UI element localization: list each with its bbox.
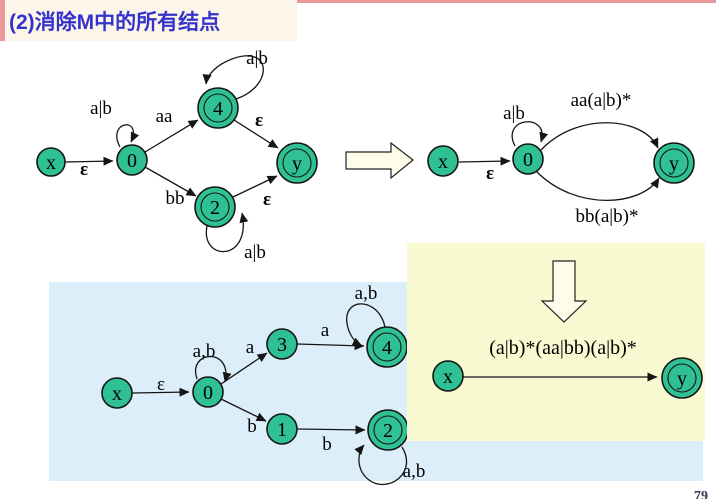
- diagram2: ε a|b aa(a|b)* bb(a|b)* x 0 y: [427, 90, 695, 227]
- edge-label-loop2: a|b: [244, 242, 266, 263]
- state-0: 0: [116, 144, 148, 176]
- page-number: 79: [694, 489, 708, 499]
- edge-label-epsilon2: ε: [255, 110, 263, 131]
- state-x: x: [36, 147, 66, 177]
- svg-text:x: x: [438, 151, 448, 173]
- edge-label-loop0: a|b: [503, 103, 525, 124]
- edge-label-lower: bb(a|b)*: [576, 206, 639, 227]
- edge-label-loop4: a|b: [246, 48, 268, 69]
- top-accent-line: [297, 0, 716, 3]
- edge-label-epsilon: ε: [486, 163, 494, 184]
- svg-text:y: y: [669, 153, 679, 175]
- edge-label-epsilon1: ε: [80, 159, 88, 180]
- right-block-arrow-icon: [345, 141, 414, 180]
- state-y-final: y: [276, 142, 318, 184]
- edge-label-aa: aa: [156, 106, 173, 127]
- edge-label-bb: bb: [166, 188, 185, 209]
- edge-label-loop0: a|b: [90, 98, 112, 119]
- page-title: (2)消除M中的所有结点: [9, 11, 221, 34]
- state-0: 0: [512, 143, 544, 175]
- title-banner: (2)消除M中的所有结点: [0, 0, 297, 41]
- svg-text:0: 0: [523, 149, 533, 171]
- svg-text:4: 4: [213, 98, 223, 120]
- svg-text:y: y: [292, 153, 302, 175]
- edge-label-upper: aa(a|b)*: [571, 90, 632, 111]
- svg-text:x: x: [46, 152, 56, 174]
- edge-label-epsilon3: ε: [263, 189, 271, 210]
- state-2-final: 2: [194, 186, 236, 228]
- state-y-final: y: [653, 142, 695, 184]
- svg-text:2: 2: [210, 197, 220, 219]
- diagram1: ε a|b aa a|b ε bb a|b ε x 0 4: [36, 48, 318, 263]
- title-accent-strip: [0, 0, 5, 41]
- svg-text:0: 0: [127, 150, 137, 172]
- result-panel-yellow: [407, 243, 705, 441]
- state-x: x: [427, 145, 459, 177]
- state-4-final: 4: [197, 87, 239, 129]
